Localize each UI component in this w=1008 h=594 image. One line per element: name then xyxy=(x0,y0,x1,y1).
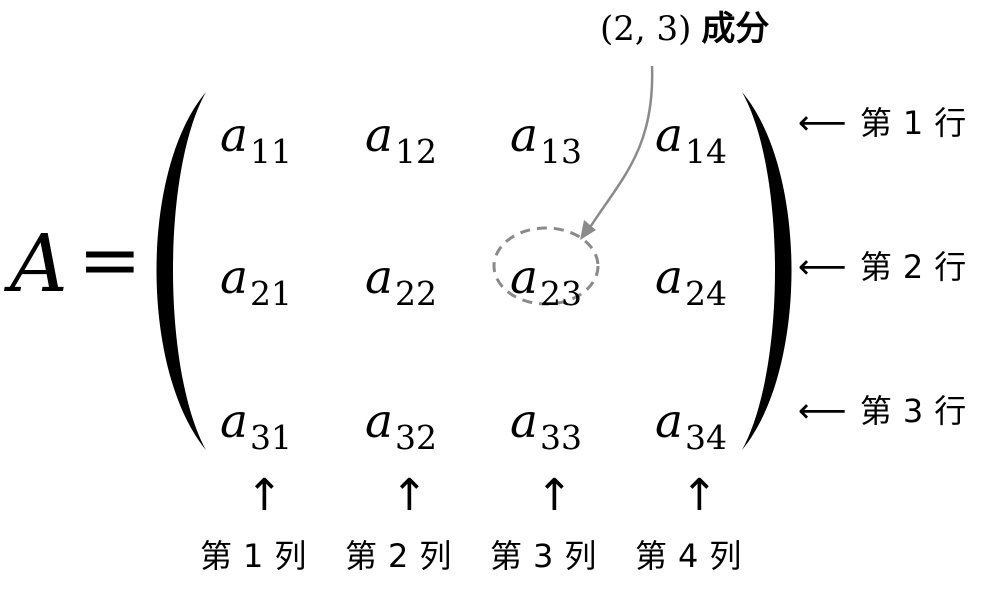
equals-sign: = xyxy=(78,215,142,304)
arrow-left-icon: ⟵ xyxy=(798,247,847,287)
matrix-entry: a34 xyxy=(655,394,728,457)
left-parenthesis xyxy=(156,92,206,450)
arrow-up-icon: ↑ xyxy=(536,470,573,521)
matrix-entry: a12 xyxy=(365,108,438,171)
matrix-entry: a32 xyxy=(365,394,438,457)
callout-word: 成分 xyxy=(701,9,770,49)
matrix-entry: a13 xyxy=(510,108,583,171)
callout-arrow xyxy=(585,65,654,233)
matrix-entry-highlighted: a23 xyxy=(510,250,583,313)
arrow-left-icon: ⟵ xyxy=(798,103,847,143)
matrix-entry: a33 xyxy=(510,394,583,457)
right-parenthesis xyxy=(742,92,792,450)
matrix-entry: a21 xyxy=(220,250,293,313)
callout-label: (2, 3)成分 xyxy=(600,12,769,46)
arrow-up-icon: ↑ xyxy=(246,470,283,521)
matrix-entry: a24 xyxy=(655,250,728,313)
callout-tuple: (2, 3) xyxy=(600,9,692,49)
matrix-symbol: A xyxy=(10,217,68,310)
arrow-up-icon: ↑ xyxy=(681,470,718,521)
matrix-entry: a22 xyxy=(365,250,438,313)
matrix-entry: a11 xyxy=(220,108,293,171)
arrow-up-icon: ↑ xyxy=(391,470,428,521)
matrix-entry: a14 xyxy=(655,108,728,171)
highlight-ellipse xyxy=(492,226,600,306)
callout-arrow-head xyxy=(580,220,596,240)
arrow-left-icon: ⟵ xyxy=(798,391,847,431)
matrix-entry: a31 xyxy=(220,394,293,457)
